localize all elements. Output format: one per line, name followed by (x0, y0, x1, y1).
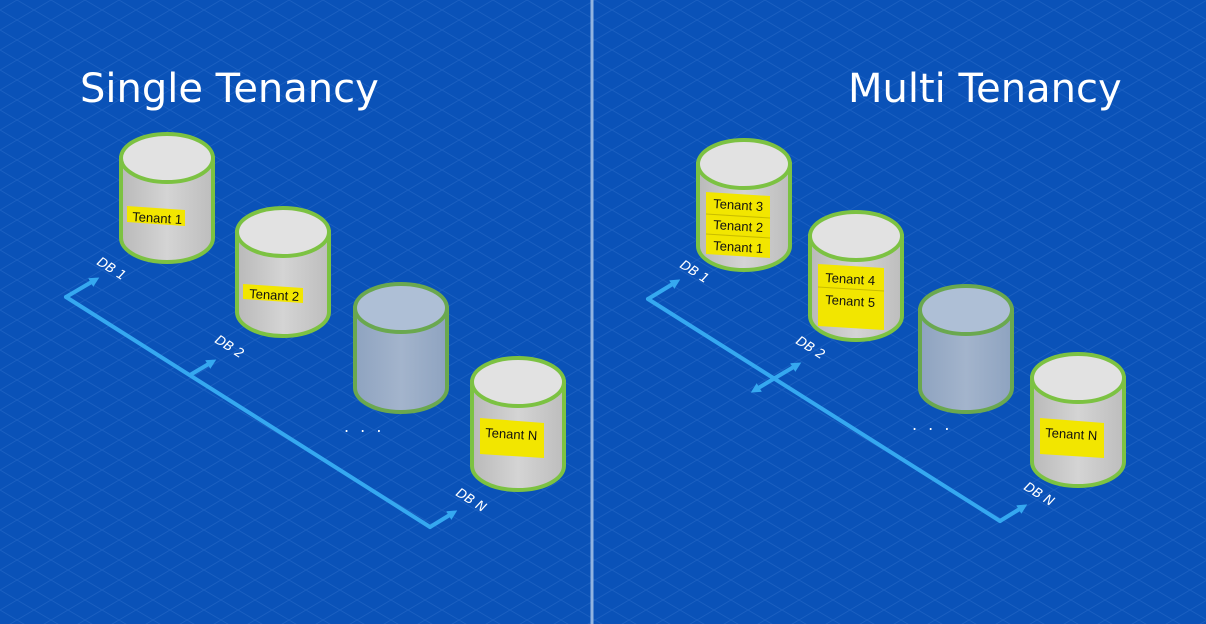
db-axis (64, 277, 458, 529)
database-cylinder-n: Tenant N (1030, 352, 1126, 488)
multi-tenancy-title: Multi Tenancy (848, 66, 1122, 112)
axis-arrow-db1 (646, 279, 681, 301)
tenant-label: Tenant 2 (249, 286, 300, 304)
tenant-label: Tenant 4 (825, 270, 876, 288)
database-cylinder-1: Tenant 3 Tenant 2 Tenant 1 (696, 138, 792, 272)
axis-arrow-db1 (64, 277, 100, 299)
tenant-tag (243, 284, 303, 303)
database-cylinder-n: Tenant N (470, 356, 566, 492)
database-cylinder-2: Tenant 2 (235, 206, 331, 338)
database-cylinder-2: Tenant 4 Tenant 5 (808, 210, 904, 342)
single-tenancy-panel: Single Tenancy DB 1 DB 2 DB N Tenant 1 T… (64, 66, 566, 529)
tenant-label: Tenant N (1045, 425, 1098, 443)
ellipsis: . . . (344, 417, 384, 436)
tenant-tag (127, 206, 185, 226)
axis-arrow-db2-double (773, 362, 802, 380)
db-axis (646, 279, 1028, 523)
axis-arrow-db2 (188, 359, 217, 377)
tenant-tag (1040, 418, 1104, 458)
axis-arrow-dbn (428, 510, 458, 529)
tenant-label: Tenant 2 (713, 217, 764, 235)
axis-arrow-dbn (998, 504, 1028, 523)
tenant-tag (480, 418, 544, 458)
tenant-label: Tenant 1 (713, 238, 764, 256)
tenant-label: Tenant N (485, 425, 538, 443)
database-cylinder-placeholder (353, 282, 449, 414)
tenant-tag (818, 264, 884, 330)
multi-tenancy-panel: Multi Tenancy DB 1 DB 2 DB N Tenant 3 Te… (646, 66, 1126, 523)
tenant-tag (706, 192, 770, 258)
tenant-label: Tenant 1 (132, 209, 183, 227)
tenant-label: Tenant 3 (713, 196, 764, 214)
database-cylinder-1: Tenant 1 (119, 132, 215, 264)
database-cylinder-placeholder (918, 284, 1014, 414)
tenant-label: Tenant 5 (825, 292, 876, 310)
axis-arrow-db2-back (750, 376, 777, 393)
single-tenancy-title: Single Tenancy (80, 66, 379, 112)
axis-line (64, 295, 432, 529)
axis-line (646, 297, 1002, 523)
ellipsis: . . . (912, 415, 952, 434)
